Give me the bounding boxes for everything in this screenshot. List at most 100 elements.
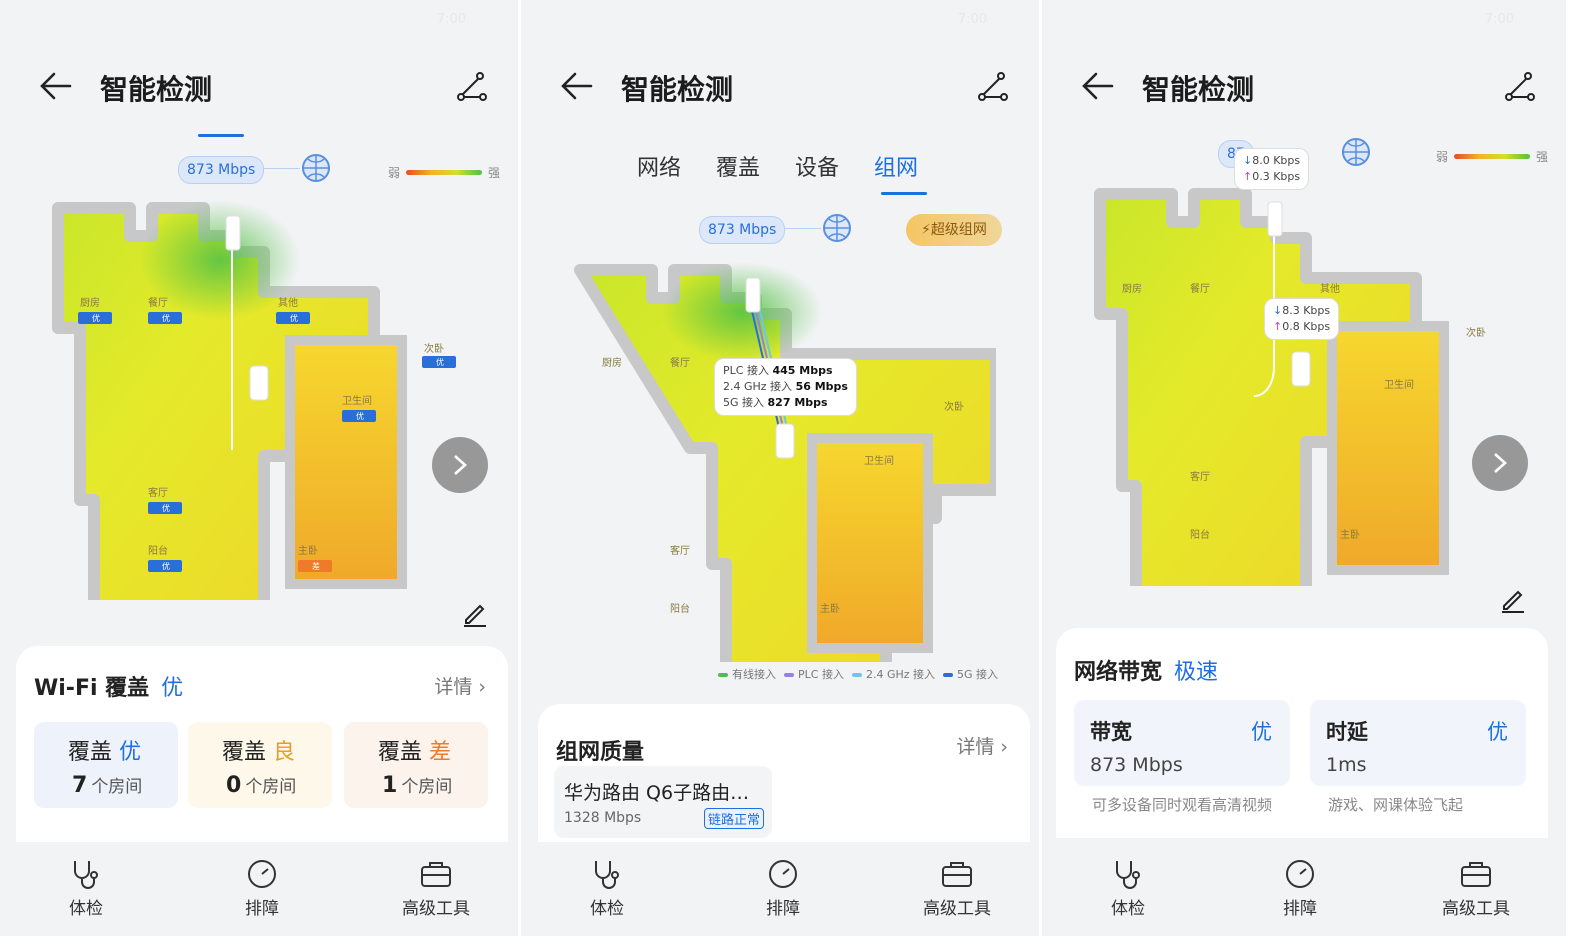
room-living: 客厅 <box>1190 470 1210 483</box>
topology-icon[interactable] <box>1502 70 1538 104</box>
legend-plc: PLC 接入 <box>784 666 844 682</box>
edit-icon[interactable] <box>1498 584 1528 614</box>
super-mesh-button[interactable]: ⚡超级组网 <box>906 214 1002 246</box>
card-title-text: Wi-Fi 覆盖 <box>34 676 150 701</box>
arrow-down-icon: ↓ <box>1243 154 1253 167</box>
nav-tools-label: 高级工具 <box>923 899 991 919</box>
tab-indicator <box>881 192 927 195</box>
nav-tools-label: 高级工具 <box>1442 899 1510 919</box>
router-traffic-tooltip: ↓8.0 Kbps ↑0.3 Kbps <box>1234 148 1310 190</box>
link-legend: 有线接入 PLC 接入 2.4 GHz 接入 5G 接入 <box>718 666 998 682</box>
card-grade: 优 <box>161 676 184 701</box>
arrow-up-icon: ↑ <box>1273 320 1283 333</box>
mesh-floor-plan: 厨房 餐厅 次卧 卫生间 客厅 阳台 主卧 <box>574 262 996 662</box>
node-name: 华为路由 Q6子路由… <box>564 782 750 804</box>
card-title: Wi-Fi 覆盖优 <box>34 670 183 702</box>
nav-checkup[interactable]: 体检 <box>567 858 647 919</box>
legend-wired: 有线接入 <box>718 666 776 682</box>
nav-tools-label: 高级工具 <box>402 899 470 919</box>
node-5g-row: 5G 接入 827 Mbps <box>723 396 828 409</box>
chevron-right-icon: › <box>1000 736 1008 758</box>
badge-dining: 优 <box>162 313 170 323</box>
details-link[interactable]: 详情 › <box>956 732 1008 759</box>
page-title: 智能检测 <box>1142 73 1255 106</box>
status-time: 7:00 <box>436 12 466 27</box>
nav-troubleshoot[interactable]: 排障 <box>743 858 823 919</box>
edit-icon[interactable] <box>460 598 490 628</box>
bandwidth-floor-plan: 厨房 餐厅 其他 次卧 卫生间 客厅 阳台 主卧 <box>1094 188 1486 586</box>
tab-devices[interactable]: 设备 <box>795 156 840 181</box>
details-label: 详情 <box>956 736 995 758</box>
room-balcony: 阳台 <box>1190 528 1210 541</box>
tab-mesh[interactable]: 组网 <box>874 156 919 181</box>
room-kitchen: 厨房 <box>602 356 622 369</box>
room-badges: 厨房 优 餐厅 优 其他 优 次卧 优 卫生间 优 客厅 优 阳台 优 主卧 差 <box>78 296 456 572</box>
latency-grade: 优 <box>1487 720 1508 744</box>
badge-other: 优 <box>290 313 298 323</box>
back-arrow-icon[interactable] <box>557 68 597 104</box>
room-kitchen: 厨房 <box>1122 282 1142 295</box>
badge-living: 优 <box>162 503 170 513</box>
room-living: 客厅 <box>670 544 690 557</box>
tab-bar: 网络 覆盖 设备 组网 <box>637 150 918 182</box>
badge-kitchen: 优 <box>92 313 100 323</box>
topology-icon[interactable] <box>454 70 490 104</box>
room-bathroom: 卫生间 <box>864 454 894 467</box>
back-arrow-icon[interactable] <box>36 68 76 104</box>
room-dining: 餐厅 <box>1190 282 1210 295</box>
room-master: 主卧 <box>298 544 318 557</box>
details-link[interactable]: 详情 › <box>434 672 486 699</box>
page-title: 智能检测 <box>100 73 213 106</box>
next-page-button[interactable] <box>432 437 488 493</box>
bottom-nav: 体检 排障 高级工具 <box>1042 842 1566 936</box>
node-speed: 1328 Mbps <box>564 810 642 826</box>
topology-icon[interactable] <box>975 70 1011 104</box>
room-balcony: 阳台 <box>670 602 690 615</box>
back-arrow-icon[interactable] <box>1078 68 1118 104</box>
bandwidth-grade: 优 <box>1251 720 1272 744</box>
chevron-right-icon: › <box>478 676 486 698</box>
nav-checkup[interactable]: 体检 <box>1088 858 1168 919</box>
bandwidth-panel: 7:00 智能检测 87 弱 强 厨房 餐厅 其他 次卧 卫生间 客厅 阳台 主… <box>1042 0 1566 936</box>
room-second-bedroom: 次卧 <box>424 342 444 355</box>
page-title: 智能检测 <box>621 73 734 106</box>
subnode-down: ↓8.3 Kbps <box>1273 304 1331 317</box>
latency-box[interactable]: 时延 优 1ms <box>1310 700 1526 786</box>
next-page-button[interactable] <box>1472 435 1528 491</box>
stat-good-title: 覆盖 优 <box>68 740 142 765</box>
arrow-up-icon: ↑ <box>1243 170 1253 183</box>
super-mesh-label: 超级组网 <box>930 222 987 238</box>
room-dining: 餐厅 <box>148 296 168 309</box>
link-status-badge: 链路正常 <box>703 808 764 829</box>
subnode-traffic-tooltip: ↓8.3 Kbps ↑0.8 Kbps <box>1264 298 1340 340</box>
nav-tools[interactable]: 高级工具 <box>396 858 476 919</box>
nav-troubleshoot-label: 排障 <box>1283 899 1317 919</box>
nav-checkup-label: 体检 <box>590 899 624 919</box>
globe-icon <box>302 154 330 182</box>
strong-label: 强 <box>487 166 500 180</box>
bandwidth-box[interactable]: 带宽 优 873 Mbps <box>1074 700 1290 786</box>
tab-coverage[interactable]: 覆盖 <box>716 156 761 181</box>
nav-checkup-label: 体检 <box>1111 899 1145 919</box>
node-24g-row: 2.4 GHz 接入 56 Mbps <box>723 380 848 393</box>
lightning-icon: ⚡ <box>921 222 931 238</box>
node-speed-tooltip: PLC 接入 445 Mbps 2.4 GHz 接入 56 Mbps 5G 接入… <box>714 358 857 416</box>
mesh-node-item[interactable]: 华为路由 Q6子路由… 1328 Mbps 链路正常 <box>554 766 772 838</box>
wan-speed-pill: 873 Mbps <box>178 156 265 184</box>
floor-plan: 厨房 优 餐厅 优 其他 优 次卧 优 卫生间 优 客厅 优 阳台 优 主卧 差 <box>52 200 456 600</box>
nav-tools[interactable]: 高级工具 <box>1436 858 1516 919</box>
strength-legend: 弱 强 <box>1436 148 1548 165</box>
coverage-panel: 7:00 智能检测 873 Mbps 弱 强 厨房 优 餐厅 优 其他 优 次卧… <box>0 0 518 936</box>
nav-troubleshoot[interactable]: 排障 <box>1260 858 1340 919</box>
badge-balcony: 优 <box>162 561 170 571</box>
room-other: 其他 <box>278 296 298 309</box>
tab-network[interactable]: 网络 <box>637 156 682 181</box>
card-title-text: 网络带宽 <box>1074 660 1163 685</box>
nav-checkup[interactable]: 体检 <box>46 858 126 919</box>
stethoscope-icon <box>595 861 619 889</box>
nav-troubleshoot[interactable]: 排障 <box>222 858 302 919</box>
nav-tools[interactable]: 高级工具 <box>917 858 997 919</box>
